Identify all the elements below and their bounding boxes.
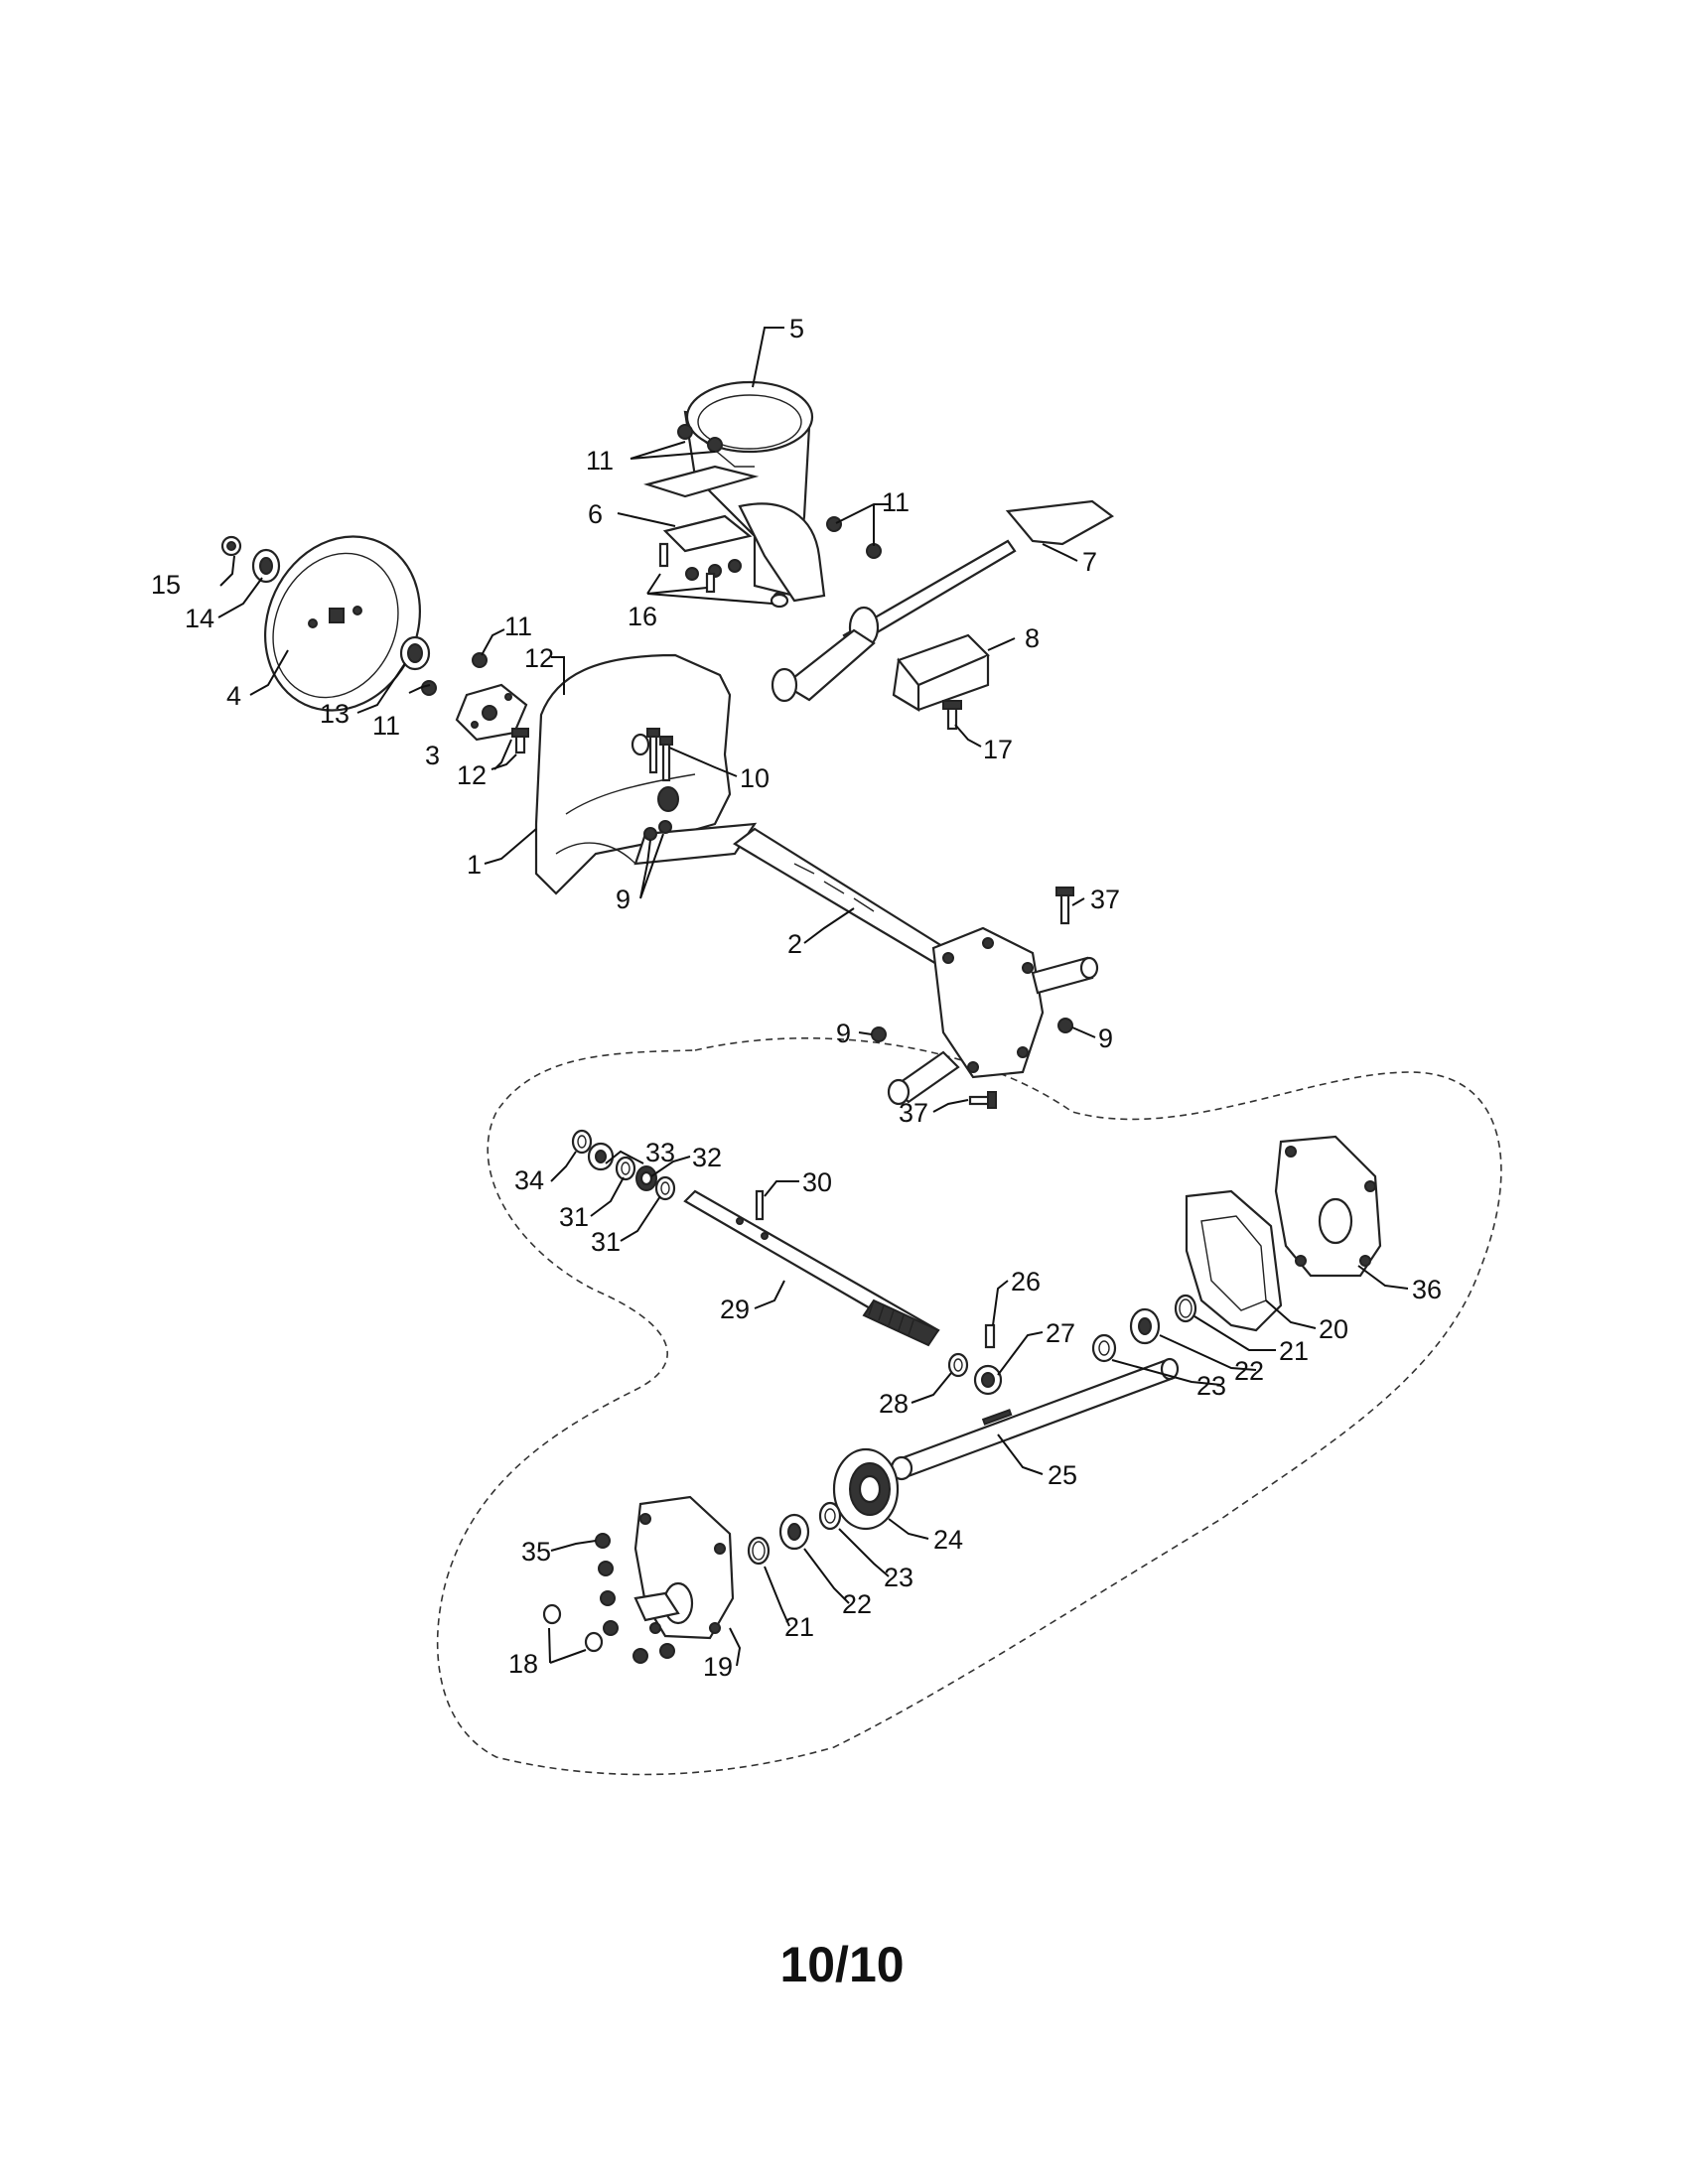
callout-1: 1 [467,850,482,880]
callout-33: 33 [645,1138,675,1167]
callout-15: 15 [151,570,181,600]
part-2-auger-gearbox-assembly [733,827,1099,1106]
part-30-pin [755,1189,765,1221]
callout-9: 9 [1098,1024,1113,1053]
callout-29: 29 [720,1295,750,1324]
callout-3: 3 [425,741,440,770]
part-21-ring-left [747,1536,771,1566]
callout-36: 36 [1412,1275,1442,1304]
part-14-bushing [251,548,281,584]
callout-10: 10 [740,763,770,793]
part-17-screw [942,700,962,731]
part-11-nut-a [472,652,488,668]
part-33-bushing [587,1142,615,1171]
callout-16: 16 [628,602,657,631]
callout-7: 7 [1082,547,1097,577]
callout-25: 25 [1048,1460,1077,1490]
callout-32: 32 [692,1143,722,1172]
part-22-bushing-right [1129,1307,1161,1345]
part-37-bolt-bottom [968,1091,997,1109]
callout-5: 5 [789,314,804,343]
callout-34: 34 [514,1165,544,1195]
callout-31: 31 [559,1202,589,1232]
part-27-nut [973,1364,1003,1396]
part-36-gearbox-half-right [1274,1135,1382,1278]
callout-19: 19 [703,1652,733,1682]
callout-4: 4 [226,681,241,711]
part-32-seal [635,1165,657,1191]
callout-30: 30 [802,1167,832,1197]
gearbox-subassembly-outline [436,1037,1502,1776]
part-23-washer-left [818,1501,842,1531]
part-11-nut-d [866,543,882,559]
callout-18: 18 [508,1649,538,1679]
part-31-washer-a [615,1156,636,1181]
part-24-worm-gear [832,1447,900,1531]
part-15-nut [220,535,242,557]
part-31-washer-b [654,1175,676,1201]
callout-37: 37 [1090,885,1120,914]
callout-26: 26 [1011,1267,1041,1297]
part-20-gasket [1185,1189,1283,1332]
part-11-nut-e [677,424,693,440]
part-9-nut-right [1057,1018,1073,1033]
part-22-bushing-left [778,1513,810,1551]
callout-23: 23 [1196,1371,1226,1401]
callout-22: 22 [842,1589,872,1619]
callout-6: 6 [588,499,603,529]
callout-12: 12 [524,643,554,673]
part-9-nut-left [871,1026,887,1042]
callout-21: 21 [1279,1336,1309,1366]
callout-9: 9 [836,1019,851,1048]
part-13-bearing [399,635,431,671]
part-8-rod-guide [892,633,990,712]
callout-11: 11 [504,612,532,641]
part-19-gearbox-half-left [633,1495,735,1640]
callout-2: 2 [787,929,802,959]
part-37-bolt-top [1055,887,1074,925]
callout-20: 20 [1319,1314,1348,1344]
callout-11: 11 [372,711,400,741]
part-25-axle-shaft [890,1357,1180,1481]
part-26-key [984,1323,996,1349]
callout-27: 27 [1046,1318,1075,1348]
part-18-plugs [542,1603,604,1653]
callout-8: 8 [1025,623,1040,653]
part-7-chute-crank-rod [771,499,1115,703]
callout-14: 14 [185,604,214,633]
leader-lines [217,327,1409,1667]
part-23-washer-right [1091,1333,1117,1363]
part-35-screws [595,1533,675,1664]
callout-21: 21 [784,1612,814,1642]
callout-37: 37 [899,1098,928,1128]
part-6-chute-bracket [643,465,826,606]
callout-9: 9 [616,885,631,914]
page-number: 10/10 [779,1937,905,1992]
callout-28: 28 [879,1389,909,1419]
part-11-nut-b [421,680,437,696]
part-28-washer [947,1352,969,1378]
callout-22: 22 [1234,1356,1264,1386]
part-16-screws [658,542,789,609]
part-11-nut-c [826,516,842,532]
part-10-bolts [646,728,673,782]
callout-labels: 5 11 6 11 7 8 17 15 14 4 13 11 11 12 3 1… [151,314,1442,1682]
callout-13: 13 [320,699,350,729]
callout-11: 11 [586,446,614,476]
part-21-ring-right [1174,1294,1197,1323]
callout-35: 35 [521,1537,551,1567]
part-1-auger-housing [534,653,758,895]
part-29-worm-shaft [683,1189,940,1347]
part-11-nut-f [707,437,723,453]
callout-12: 12 [457,760,487,790]
callout-11: 11 [882,487,910,517]
part-12-bolt-b [511,728,529,754]
part-34-washer [571,1129,593,1155]
callout-24: 24 [933,1525,963,1555]
callout-23: 23 [884,1563,913,1592]
callout-17: 17 [983,735,1013,764]
callout-31: 31 [591,1227,621,1257]
